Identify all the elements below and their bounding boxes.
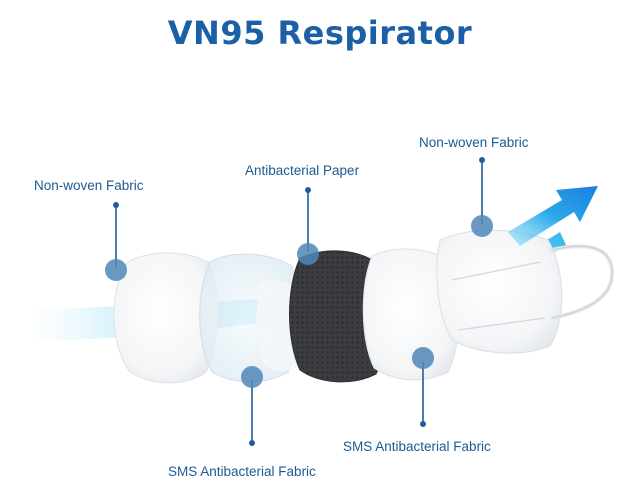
callout-marker-4 xyxy=(241,366,263,388)
callout-end-dots xyxy=(113,157,485,446)
callout-marker-3 xyxy=(471,215,493,237)
layer-non-woven-fabric-inner xyxy=(436,229,563,354)
callout-leaders xyxy=(115,160,483,443)
mask-fold-line-1 xyxy=(451,261,541,281)
callout-markers xyxy=(105,215,493,388)
callout-marker-2 xyxy=(297,243,319,265)
label-non-woven-fabric-inner: Non-woven Fabric xyxy=(419,135,529,150)
layer-antibacterial-paper xyxy=(289,250,388,383)
layer-non-woven-fabric-outer xyxy=(113,252,218,384)
page-title: VN95 Respirator xyxy=(167,14,473,52)
label-non-woven-fabric-outer: Non-woven Fabric xyxy=(34,178,144,193)
layer-sms-antibacterial-fabric-2 xyxy=(362,248,460,381)
callout-marker-1 xyxy=(105,259,127,281)
label-sms-antibacterial-fabric-1: SMS Antibacterial Fabric xyxy=(168,464,316,479)
callout-marker-5 xyxy=(412,347,434,369)
airflow-arrow-icon xyxy=(508,186,598,246)
label-antibacterial-paper: Antibacterial Paper xyxy=(245,163,360,178)
mask-fold-line-2 xyxy=(457,317,546,331)
label-sms-antibacterial-fabric-2: SMS Antibacterial Fabric xyxy=(343,439,491,454)
